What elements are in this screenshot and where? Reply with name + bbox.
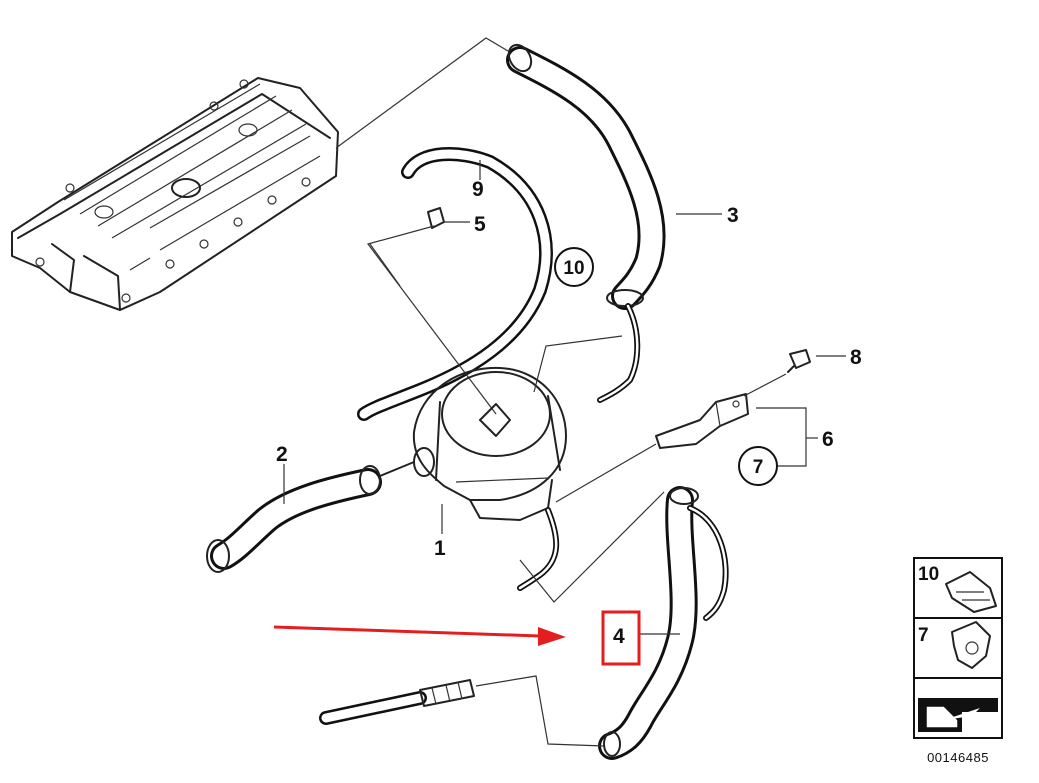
label-2: 2 (276, 443, 288, 466)
callout-7: 7 (738, 446, 778, 486)
hose-2 (206, 461, 415, 573)
legend-label-10: 10 (918, 564, 939, 585)
label-9: 9 (472, 178, 484, 201)
bracket-6 (655, 393, 749, 449)
legend-panel: 10 7 00146485 (913, 557, 1003, 765)
legend-label-7: 7 (918, 625, 929, 646)
leader-hose4-to-separator (519, 491, 665, 603)
label-5: 5 (474, 213, 486, 236)
pipe-fitting (319, 679, 475, 725)
leader-cover-to-hose3 (335, 37, 521, 149)
bolt-8 (787, 349, 811, 373)
tube-9 (357, 147, 553, 421)
leader-7-bracket (756, 407, 807, 467)
leader-5-to-separator (366, 225, 497, 415)
leader-pipe-to-hose4 (475, 675, 605, 747)
leader-9-group (369, 243, 401, 287)
page-corner-icon (918, 698, 998, 732)
red-arrow (273, 625, 566, 646)
label-6: 6 (822, 428, 834, 451)
label-8: 8 (850, 346, 862, 369)
leader-bracket-to-separator (555, 443, 657, 503)
label-3: 3 (727, 204, 739, 227)
oil-separator-1 (412, 366, 567, 591)
callout-10: 10 (554, 247, 594, 287)
reference-number: 00146485 (927, 750, 989, 765)
leader-8-to-bracket (743, 373, 787, 397)
hose-3 (506, 43, 666, 403)
leader-hose3-to-separator (533, 335, 623, 393)
label-10: 10 (563, 258, 584, 279)
label-1: 1 (434, 537, 446, 560)
label-7: 7 (753, 457, 764, 478)
valve-cover (11, 77, 339, 311)
clamp-icon (951, 621, 991, 669)
highlight-box (601, 610, 641, 666)
hose-4 (598, 486, 729, 760)
clip-5 (427, 207, 445, 229)
label-4: 4 (613, 625, 625, 648)
clip-icon (945, 571, 997, 613)
